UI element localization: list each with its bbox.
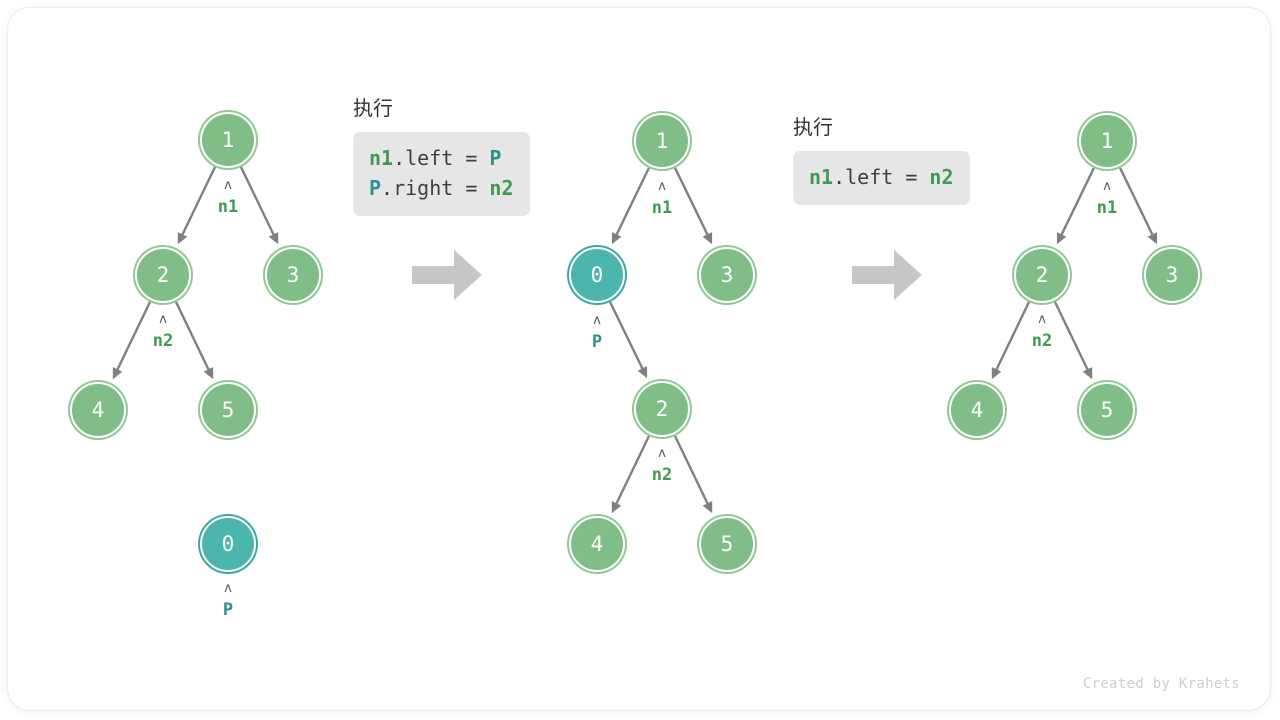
tree-node-3: 3 <box>699 247 755 303</box>
code-token: .left = <box>833 165 930 189</box>
tree-node-0: 0 <box>200 516 256 572</box>
pointer-label-n1: ʌ n1 <box>632 179 692 218</box>
tree-node-1: 1 <box>1079 113 1135 169</box>
pointer-label-n1: ʌ n1 <box>1077 179 1137 218</box>
code-token: .left = <box>393 146 490 170</box>
pointer-name: n1 <box>1096 198 1118 218</box>
tree-node-5: 5 <box>200 382 256 438</box>
code-token: n1 <box>809 165 834 189</box>
step-annotation-step2: 执行 n1.left = n2 <box>793 115 970 205</box>
caret-up-icon: ʌ <box>1103 179 1111 194</box>
caret-up-icon: ʌ <box>224 178 232 193</box>
tree-node-2: 2 <box>1014 247 1070 303</box>
caret-up-icon: ʌ <box>658 179 666 194</box>
code-token: n2 <box>489 176 514 200</box>
caret-up-icon: ʌ <box>593 313 601 328</box>
step-caption: 执行 <box>793 115 833 139</box>
pointer-label-n1: ʌ n1 <box>198 178 258 217</box>
code-token: P <box>489 146 502 170</box>
tree-node-4: 4 <box>949 382 1005 438</box>
step-caption: 执行 <box>353 96 393 120</box>
code-line: n1.left = P <box>369 143 514 173</box>
code-token: n1 <box>369 146 394 170</box>
pointer-name: n1 <box>651 198 673 218</box>
tree-node-2: 2 <box>634 381 690 437</box>
pointer-name: n2 <box>152 331 174 351</box>
tree-node-3: 3 <box>1144 247 1200 303</box>
footer-credit: Created by Krahets <box>1082 676 1240 692</box>
code-token: n2 <box>929 165 954 189</box>
pointer-name: P <box>591 332 603 352</box>
pointer-label-n2: ʌ n2 <box>1012 312 1072 351</box>
tree-node-4: 4 <box>569 516 625 572</box>
pointer-label-n2: ʌ n2 <box>133 312 193 351</box>
tree-node-4: 4 <box>70 382 126 438</box>
tree-node-1: 1 <box>634 113 690 169</box>
caret-up-icon: ʌ <box>224 581 232 596</box>
tree-node-5: 5 <box>1079 382 1135 438</box>
pointer-label-n2: ʌ n2 <box>632 446 692 485</box>
tree-node-0: 0 <box>569 247 625 303</box>
pointer-name: n2 <box>1031 331 1053 351</box>
code-snippet-box: n1.left = n2 <box>793 151 970 205</box>
tree-node-5: 5 <box>699 516 755 572</box>
code-line: n1.left = n2 <box>809 162 954 192</box>
pointer-name: P <box>222 600 234 620</box>
caret-up-icon: ʌ <box>658 446 666 461</box>
tree-node-3: 3 <box>265 247 321 303</box>
caret-up-icon: ʌ <box>159 312 167 327</box>
tree-node-2: 2 <box>135 247 191 303</box>
step-transition-arrow-icon <box>852 248 924 302</box>
code-token: P <box>369 176 382 200</box>
code-line: P.right = n2 <box>369 173 514 203</box>
pointer-name: n1 <box>217 197 239 217</box>
step-transition-arrow-icon <box>412 248 484 302</box>
pointer-name: n2 <box>651 465 673 485</box>
tree-node-1: 1 <box>200 112 256 168</box>
caret-up-icon: ʌ <box>1038 312 1046 327</box>
code-token: .right = <box>381 176 490 200</box>
